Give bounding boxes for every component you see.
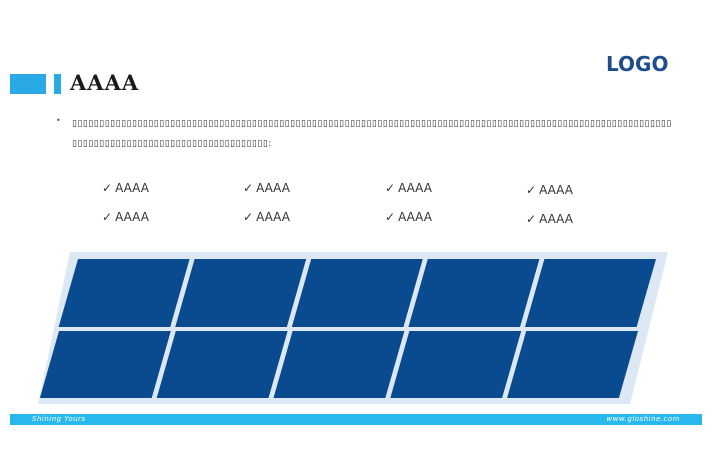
checklist-label: AAAA bbox=[256, 181, 290, 195]
title-accent-bar bbox=[10, 74, 46, 94]
logo: LOGO bbox=[606, 52, 669, 76]
tile-cell bbox=[273, 331, 405, 398]
checklist-item: ✓AAAA bbox=[102, 181, 149, 195]
check-icon: ✓ bbox=[385, 181, 396, 195]
check-icon: ✓ bbox=[526, 183, 537, 197]
check-icon: ✓ bbox=[385, 210, 396, 224]
checklist-label: AAAA bbox=[115, 181, 149, 195]
checklist-label: AAAA bbox=[539, 183, 573, 197]
footer-bar: Shining Yours www.gloshine.com bbox=[10, 414, 702, 425]
checklist-item: ✓AAAA bbox=[526, 183, 573, 197]
page-title: AAAA bbox=[70, 70, 140, 95]
checklist-label: AAAA bbox=[398, 210, 432, 224]
checklist-label: AAAA bbox=[398, 181, 432, 195]
bullet-dot: • bbox=[56, 116, 61, 125]
check-icon: ✓ bbox=[243, 210, 254, 224]
body-paragraph: ▯▯▯▯▯▯▯▯▯▯▯▯▯▯▯▯▯▯▯▯▯▯▯▯▯▯▯▯▯▯▯▯▯▯▯▯▯▯▯▯… bbox=[72, 119, 672, 149]
check-icon: ✓ bbox=[243, 181, 254, 195]
checklist-label: AAAA bbox=[539, 212, 573, 226]
tile-cell bbox=[175, 259, 307, 327]
tile-cell bbox=[156, 331, 288, 398]
tile-cell bbox=[525, 259, 656, 327]
tile-cell bbox=[39, 331, 171, 398]
tile-cell bbox=[408, 259, 540, 327]
check-icon: ✓ bbox=[102, 181, 113, 195]
checklist-item: ✓AAAA bbox=[526, 212, 573, 226]
checklist-item: ✓AAAA bbox=[102, 210, 149, 224]
checklist-label: AAAA bbox=[256, 210, 290, 224]
checklist-item: ✓AAAA bbox=[385, 210, 432, 224]
check-icon: ✓ bbox=[102, 210, 113, 224]
title-accent-bar-small bbox=[54, 74, 61, 94]
check-icon: ✓ bbox=[526, 212, 537, 226]
tile-cell bbox=[507, 331, 638, 398]
checklist-label: AAAA bbox=[115, 210, 149, 224]
checklist-item: ✓AAAA bbox=[385, 181, 432, 195]
tile-cell bbox=[58, 259, 190, 327]
footer-website: www.gloshine.com bbox=[606, 415, 680, 423]
tile-cell bbox=[291, 259, 423, 327]
checklist-item: ✓AAAA bbox=[243, 210, 290, 224]
tile-grid bbox=[39, 259, 656, 398]
tile-cell bbox=[390, 331, 522, 398]
checklist-item: ✓AAAA bbox=[243, 181, 290, 195]
footer-tagline: Shining Yours bbox=[32, 415, 86, 423]
